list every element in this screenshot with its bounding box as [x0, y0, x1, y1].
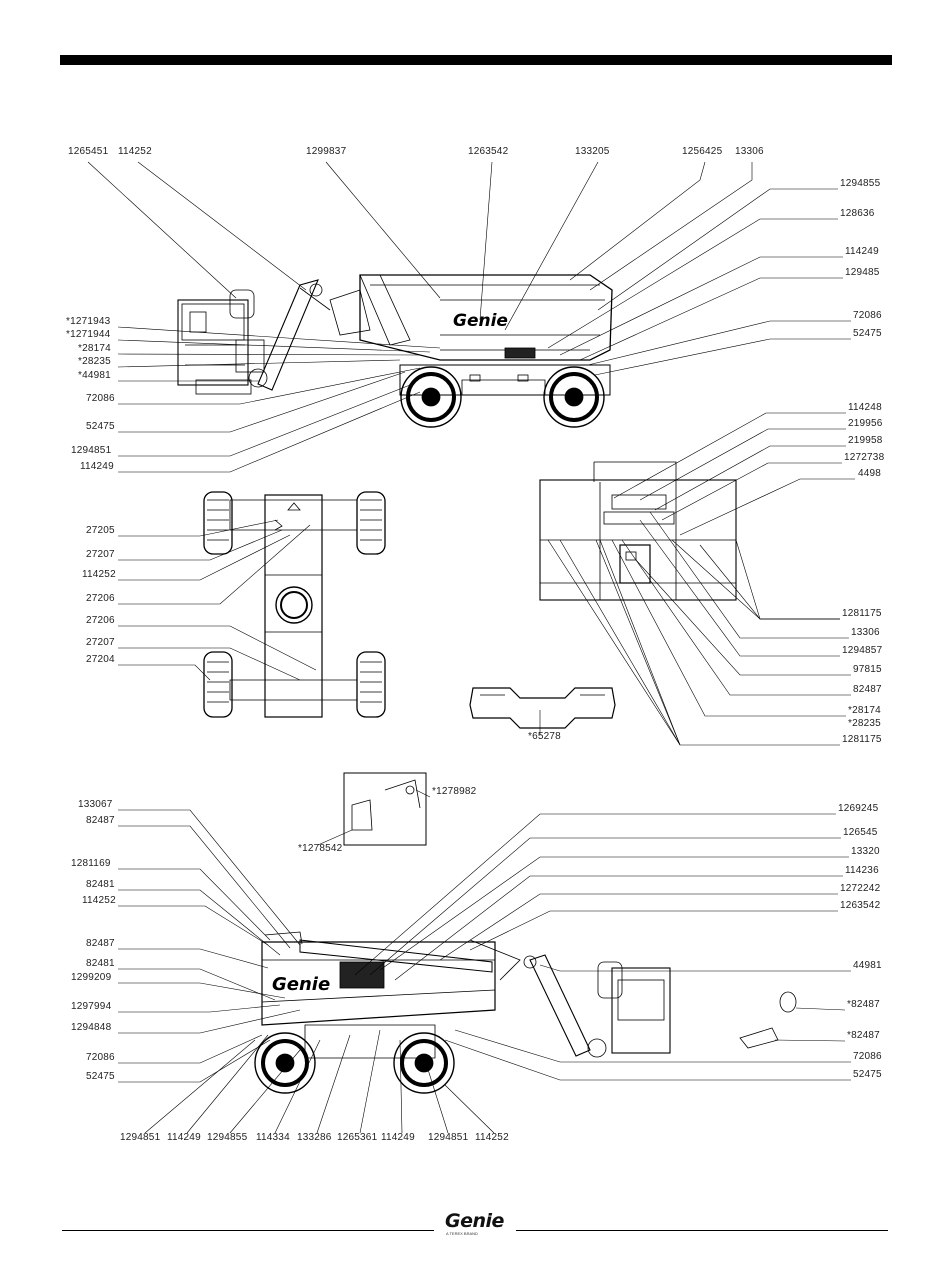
part-number-label: 13306	[851, 627, 880, 638]
part-number-label: 114252	[118, 146, 152, 157]
part-number-label: 114249	[845, 246, 879, 257]
logo-text: Genie	[445, 1210, 504, 1232]
part-number-label: 27204	[86, 654, 115, 665]
part-number-label: 1263542	[840, 900, 881, 911]
part-number-label: 1299837	[306, 146, 347, 157]
part-number-label: 1256425	[682, 146, 723, 157]
part-number-label: 1265361	[337, 1132, 378, 1143]
part-number-label: 72086	[86, 393, 115, 404]
part-number-label: 114249	[80, 461, 114, 472]
footer-rule-right	[516, 1230, 888, 1231]
part-number-label: 44981	[853, 960, 882, 971]
part-number-label: *1271943	[66, 316, 111, 327]
part-number-label: 52475	[853, 1069, 882, 1080]
part-number-label: 72086	[853, 310, 882, 321]
part-number-label: 1297994	[71, 1001, 112, 1012]
part-number-label: 13320	[851, 846, 880, 857]
part-number-label: 114249	[381, 1132, 415, 1143]
part-number-label: 126545	[843, 827, 878, 838]
part-number-label: 52475	[86, 421, 115, 432]
part-number-label: 114249	[167, 1132, 201, 1143]
machine-decal-bottom: Genie	[272, 974, 330, 995]
part-number-label: 1294855	[207, 1132, 248, 1143]
part-number-label: 1294848	[71, 1022, 112, 1033]
leader-lines	[87, 161, 855, 1134]
part-number-label: *1271944	[66, 329, 111, 340]
part-number-label: 219958	[848, 435, 883, 446]
part-number-label: *1278542	[298, 843, 343, 854]
part-number-label: 133067	[78, 799, 113, 810]
chassis-plan-view	[203, 491, 386, 718]
part-number-label: *1278982	[432, 786, 477, 797]
part-number-label: 27206	[86, 615, 115, 626]
part-number-label: 1294851	[428, 1132, 469, 1143]
inset-detail	[343, 772, 427, 846]
part-number-label: *28174	[78, 343, 111, 354]
part-number-label: 1281175	[842, 734, 882, 745]
part-number-label: 1294851	[71, 445, 112, 456]
part-number-label: *28235	[78, 356, 111, 367]
part-number-label: *65278	[528, 731, 561, 742]
part-number-label: 27207	[86, 637, 115, 648]
part-number-label: 1299209	[71, 972, 112, 983]
part-number-label: 1294855	[840, 178, 881, 189]
part-number-label: 219956	[848, 418, 883, 429]
genie-logo: Genie A TEREX BRAND	[442, 1210, 508, 1236]
footer-rule-left	[62, 1230, 434, 1231]
part-number-label: 1272738	[844, 452, 885, 463]
part-number-label: 114248	[848, 402, 882, 413]
platform-rear-view	[539, 461, 737, 601]
part-number-label: 4498	[858, 468, 882, 479]
part-number-label: 1294851	[120, 1132, 161, 1143]
part-number-label: 27206	[86, 593, 115, 604]
logo-subtext: A TEREX BRAND	[446, 1231, 478, 1236]
part-number-label: 114252	[82, 895, 116, 906]
part-number-label: 129485	[845, 267, 880, 278]
part-number-label: 1269245	[838, 803, 879, 814]
part-number-label: 27207	[86, 549, 115, 560]
part-number-label: 128636	[840, 208, 875, 219]
part-number-label: 52475	[86, 1071, 115, 1082]
part-number-label: 82487	[853, 684, 882, 695]
part-number-label: 114252	[475, 1132, 509, 1143]
part-number-label: *28235	[848, 718, 881, 729]
part-number-label: 82487	[86, 815, 115, 826]
part-number-label: 1263542	[468, 146, 509, 157]
part-number-label: 82481	[86, 958, 115, 969]
part-number-label: 133286	[297, 1132, 332, 1143]
part-number-label: 72086	[86, 1052, 115, 1063]
side-view-bottom-machine	[254, 931, 797, 1094]
part-number-label: 72086	[853, 1051, 882, 1062]
part-number-label: 97815	[853, 664, 882, 675]
counterweight-view	[469, 687, 616, 729]
part-number-label: 114236	[845, 865, 879, 876]
part-number-label: 114334	[256, 1132, 290, 1143]
part-number-label: 1265451	[68, 146, 109, 157]
side-view-top-machine	[177, 274, 613, 428]
part-number-label: 52475	[853, 328, 882, 339]
part-number-label: *44981	[78, 370, 111, 381]
header-bar	[60, 55, 892, 65]
part-number-label: *28174	[848, 705, 881, 716]
part-number-label: 1281175	[842, 608, 882, 619]
part-number-label: 1294857	[842, 645, 883, 656]
part-number-label: 1272242	[840, 883, 881, 894]
part-number-label: 13306	[735, 146, 764, 157]
part-number-label: 114252	[82, 569, 116, 580]
machine-decal-top: Genie	[453, 311, 508, 331]
part-number-label: 27205	[86, 525, 115, 536]
part-number-label: 1281169	[71, 858, 111, 869]
part-number-label: 82487	[86, 938, 115, 949]
part-number-label: *82487	[847, 1030, 880, 1041]
part-number-label: 82481	[86, 879, 115, 890]
part-number-label: *82487	[847, 999, 880, 1010]
part-number-label: 133205	[575, 146, 610, 157]
